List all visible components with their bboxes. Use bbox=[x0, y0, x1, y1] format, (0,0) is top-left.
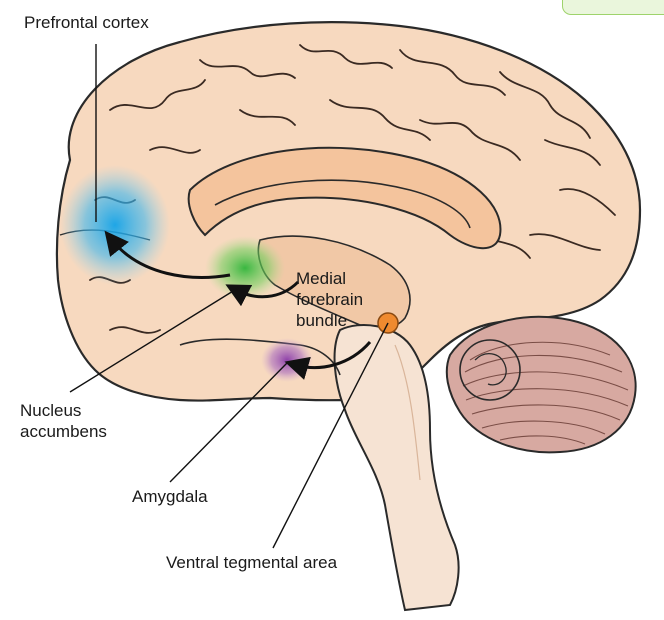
brainstem bbox=[335, 325, 459, 610]
label-amygdala: Amygdala bbox=[132, 486, 208, 507]
amygdala-glow bbox=[261, 338, 313, 382]
cerebellum bbox=[447, 317, 636, 452]
label-mfb-line1: Medial bbox=[296, 268, 363, 289]
label-mfb-line2: forebrain bbox=[296, 289, 363, 310]
label-nucleus-accumbens: Nucleus accumbens bbox=[20, 400, 107, 442]
label-mfb-line3: bundle bbox=[296, 310, 363, 331]
label-nucleus-accumbens-line2: accumbens bbox=[20, 421, 107, 442]
label-prefrontal-cortex: Prefrontal cortex bbox=[24, 12, 149, 33]
label-ventral-tegmental-area: Ventral tegmental area bbox=[166, 552, 337, 573]
label-medial-forebrain-bundle: Medial forebrain bundle bbox=[296, 268, 363, 331]
accumbens-glow bbox=[205, 236, 285, 300]
label-nucleus-accumbens-line1: Nucleus bbox=[20, 400, 107, 421]
prefrontal-glow bbox=[60, 165, 170, 285]
